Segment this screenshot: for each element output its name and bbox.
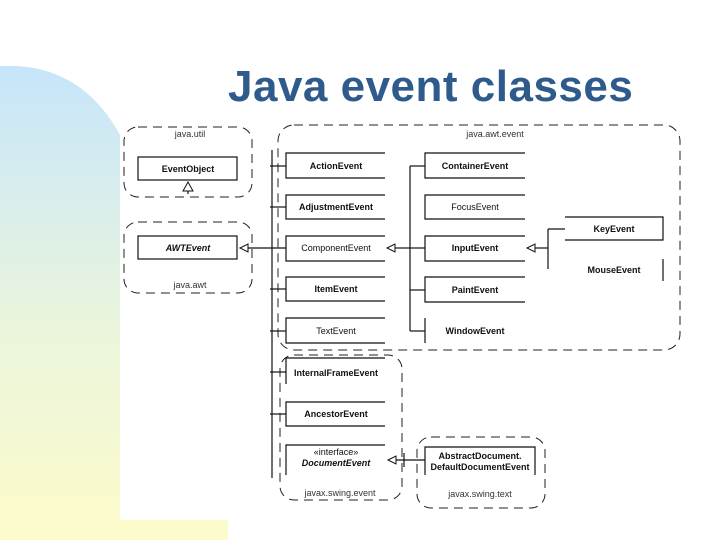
package-java-awt-event xyxy=(277,124,681,351)
class-name: FocusEvent xyxy=(451,202,499,212)
class-box xyxy=(137,235,238,260)
gradient-shape xyxy=(0,65,228,540)
class-name: ContainerEvent xyxy=(442,161,509,171)
class-box xyxy=(137,156,238,181)
class-name: EventObject xyxy=(162,164,215,174)
inheritance-arrow-icon xyxy=(385,243,396,253)
realization-arrow-icon xyxy=(386,455,397,465)
inheritance-arrow-icon xyxy=(525,243,536,253)
package-label: java.awt xyxy=(172,280,207,290)
package-javax-swing-text xyxy=(416,436,546,509)
class-name: ComponentEvent xyxy=(301,243,371,253)
slide-title: Java event classes xyxy=(228,62,634,111)
right-column: ContainerEvent FocusEvent InputEvent Pai… xyxy=(410,152,525,343)
class-name: AdjustmentEvent xyxy=(299,202,373,212)
class-name: InputEvent xyxy=(452,243,499,253)
class-name: DocumentEvent xyxy=(302,458,372,468)
package-javax-swing-event xyxy=(279,354,403,501)
class-name: InternalFrameEvent xyxy=(294,368,378,378)
class-name: ActionEvent xyxy=(310,161,363,171)
class-name: AWTEvent xyxy=(165,243,212,253)
class-name: KeyEvent xyxy=(593,224,634,234)
class-name: TextEvent xyxy=(316,326,356,336)
left-column: ActionEvent AdjustmentEvent ComponentEve… xyxy=(270,152,385,344)
class-name: MouseEvent xyxy=(587,265,640,275)
class-name: PaintEvent xyxy=(452,285,499,295)
inheritance-arrow-icon xyxy=(238,243,249,253)
package-java-awt xyxy=(123,221,253,294)
class-name: ItemEvent xyxy=(314,284,357,294)
inheritance-arrow-icon xyxy=(182,180,194,192)
package-java-util xyxy=(123,126,253,198)
class-name: WindowEvent xyxy=(446,326,505,336)
class-name: DefaultDocumentEvent xyxy=(430,462,529,472)
package-label: javax.swing.text xyxy=(447,489,512,499)
stereotype-label: «interface» xyxy=(314,447,359,457)
class-name: AncestorEvent xyxy=(304,409,368,419)
package-label: java.awt.event xyxy=(465,129,524,139)
package-label: javax.swing.event xyxy=(303,488,376,498)
class-name: AbstractDocument. xyxy=(438,451,521,461)
package-label: java.util xyxy=(174,129,206,139)
